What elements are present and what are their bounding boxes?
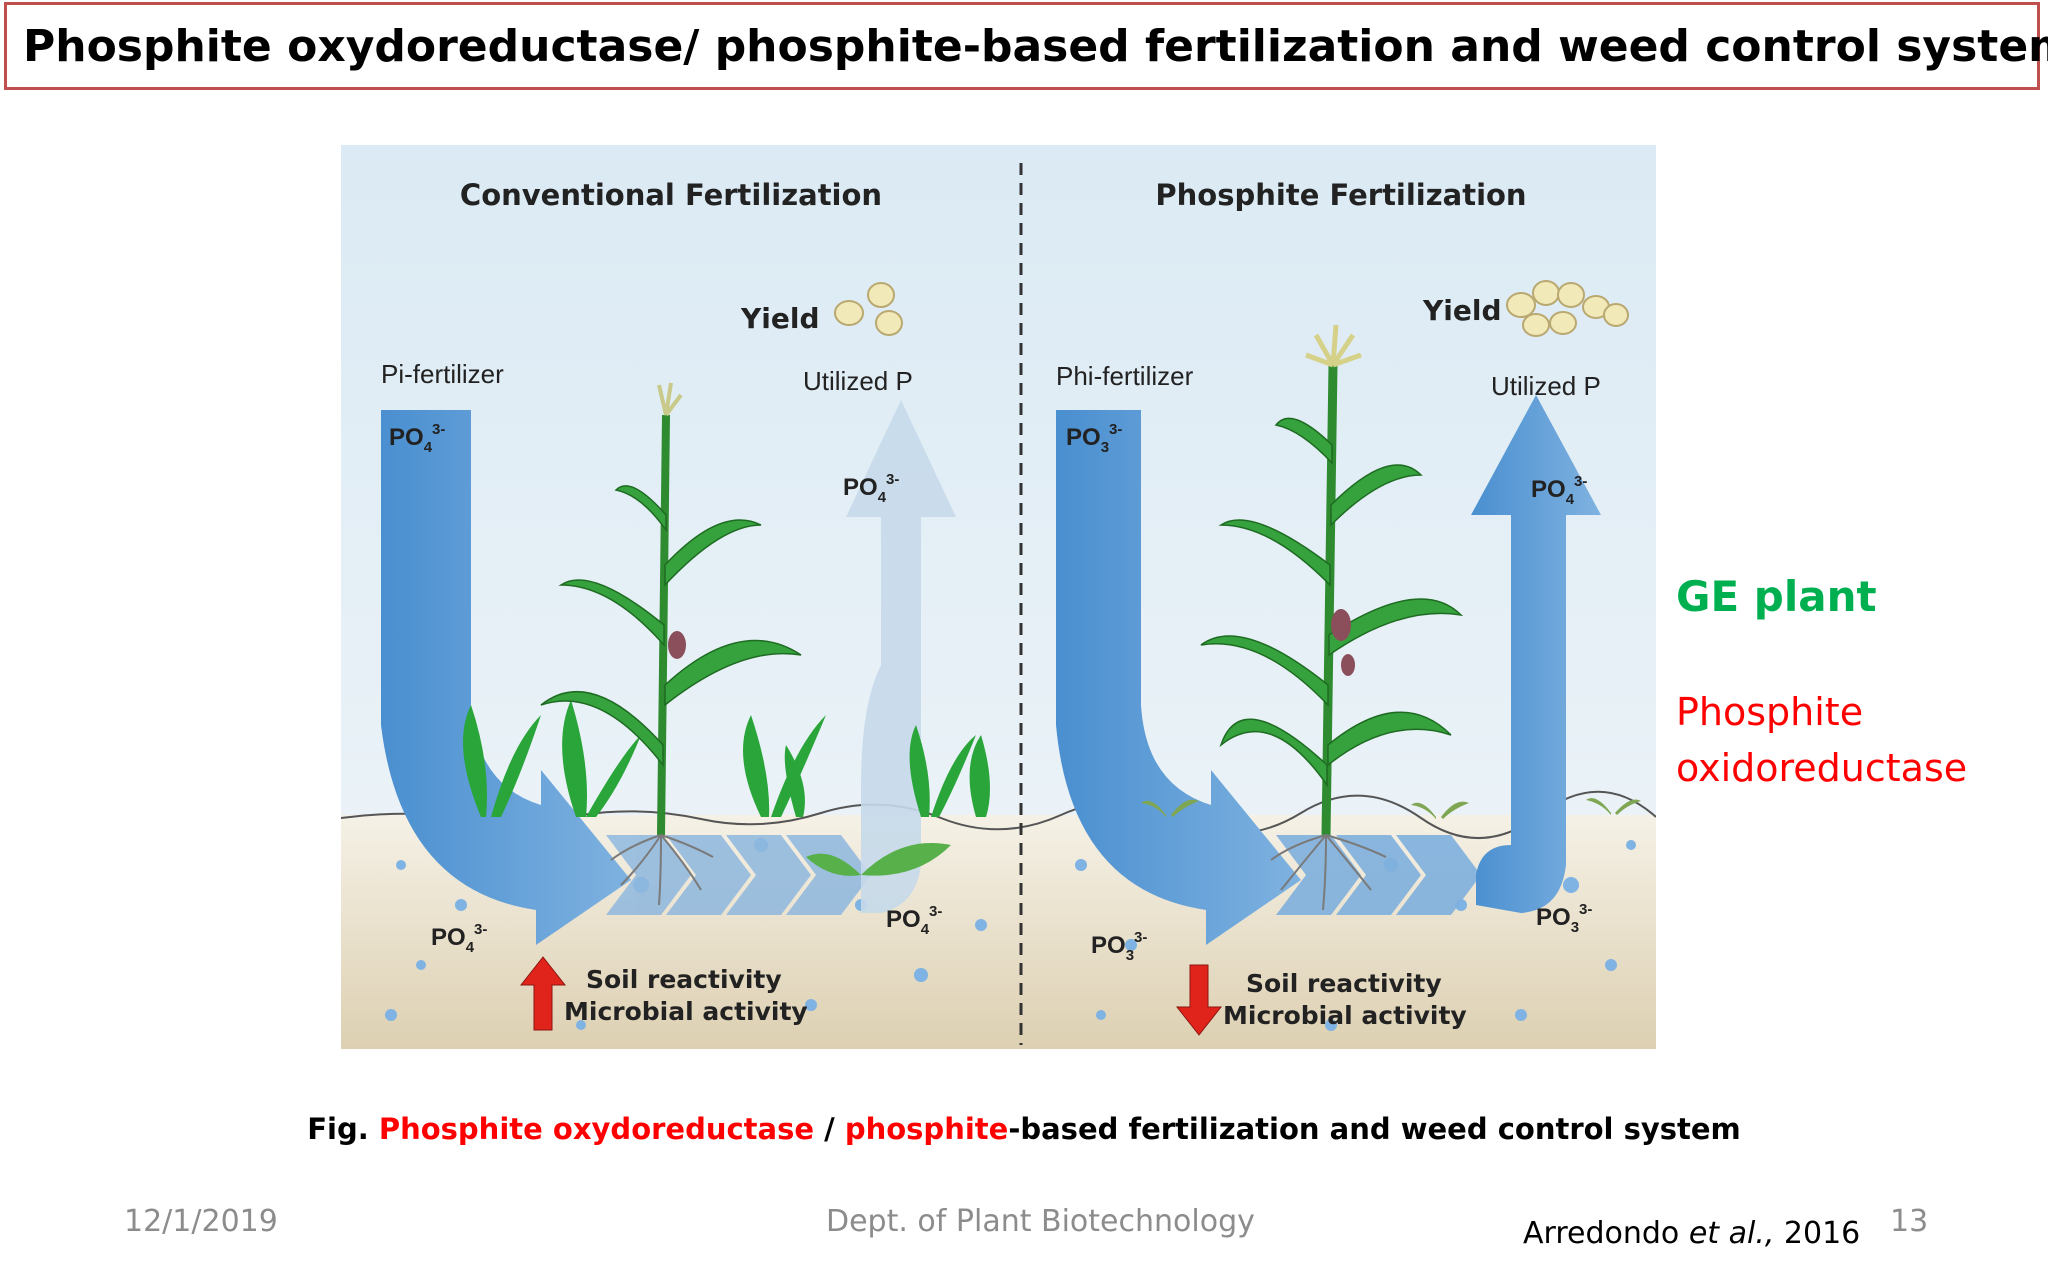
left-chevrons	[606, 835, 871, 915]
diagram-svg: Conventional Fertilization Pi-fertilizer…	[341, 145, 1656, 1049]
right-red-down-arrow-icon	[1175, 964, 1223, 1036]
footer-department: Dept. of Plant Biotechnology	[826, 1204, 1255, 1239]
left-up-ion: PO43-	[843, 471, 899, 506]
right-soil-ion-a: PO33-	[1091, 929, 1147, 964]
right-yield-kernels-icon	[1506, 280, 1629, 337]
enzyme-label-line2: oxidoreductase	[1676, 746, 1968, 790]
left-soil-line1: Soil reactivity	[586, 965, 782, 994]
title-box: Phosphite oxydoreductase/ phosphite-base…	[4, 2, 2048, 90]
caption-separator: /	[814, 1112, 845, 1146]
right-yield-label: Yield	[1422, 294, 1502, 327]
left-red-up-arrow-icon	[519, 956, 567, 1031]
right-up-ion: PO43-	[1531, 473, 1587, 508]
figure-caption: Fig. Phosphite oxydoreductase / phosphit…	[0, 1112, 2048, 1146]
caption-phosphite: phosphite	[844, 1112, 1009, 1146]
right-small-weeds	[1141, 798, 1641, 819]
footer-page-number: 13	[1890, 1204, 1929, 1239]
right-fertilizer-label: Phi-fertilizer	[1056, 361, 1194, 391]
left-yield-label: Yield	[740, 302, 820, 335]
right-utilized-arrow	[1471, 395, 1601, 913]
left-yield-kernels-icon	[834, 282, 903, 336]
left-fertilizer-ion: PO43-	[389, 421, 445, 456]
right-corn-plant	[1200, 324, 1464, 911]
fertilization-diagram: Conventional Fertilization Pi-fertilizer…	[341, 145, 1656, 1049]
right-soil-line2: Microbial activity	[1223, 1001, 1467, 1030]
enzyme-label: Phosphite oxidoreductase	[1676, 684, 1967, 796]
ge-plant-label: GE plant	[1676, 572, 1877, 621]
left-fertilizer-label: Pi-fertilizer	[381, 359, 504, 389]
right-utilized-label: Utilized P	[1491, 371, 1601, 401]
caption-enzyme: Phosphite oxydoreductase	[378, 1112, 815, 1146]
right-soil-line1: Soil reactivity	[1246, 969, 1442, 998]
right-input-arrow	[1056, 410, 1301, 945]
citation-author: Arredondo	[1523, 1216, 1689, 1251]
citation-etal: et al.,	[1688, 1216, 1775, 1251]
sky-background	[341, 145, 1656, 815]
left-utilized-label: Utilized P	[803, 366, 913, 396]
right-heading: Phosphite Fertilization	[1155, 178, 1526, 212]
left-utilized-arrow	[841, 400, 956, 913]
right-chevrons	[1276, 835, 1481, 915]
footer-date: 12/1/2019	[124, 1204, 278, 1239]
citation-year: 2016	[1774, 1216, 1861, 1251]
left-soil-line2: Microbial activity	[564, 997, 808, 1026]
left-heading: Conventional Fertilization	[460, 178, 882, 212]
left-soil-ion-a: PO43-	[431, 921, 487, 956]
left-weeds	[463, 700, 990, 876]
footer-citation: Arredondo et al., 2016	[1523, 1216, 1860, 1251]
right-fertilizer-ion: PO33-	[1066, 421, 1122, 456]
enzyme-label-line1: Phosphite	[1676, 690, 1864, 734]
left-soil-ion-b: PO43-	[886, 903, 942, 938]
caption-fig: Fig.	[307, 1112, 379, 1146]
caption-rest: -based fertilization and weed control sy…	[1008, 1112, 1741, 1146]
right-soil-ion-b: PO33-	[1536, 901, 1592, 936]
left-input-arrow	[381, 410, 631, 945]
left-corn-plant	[540, 382, 802, 906]
slide-title: Phosphite oxydoreductase/ phosphite-base…	[23, 20, 2048, 72]
